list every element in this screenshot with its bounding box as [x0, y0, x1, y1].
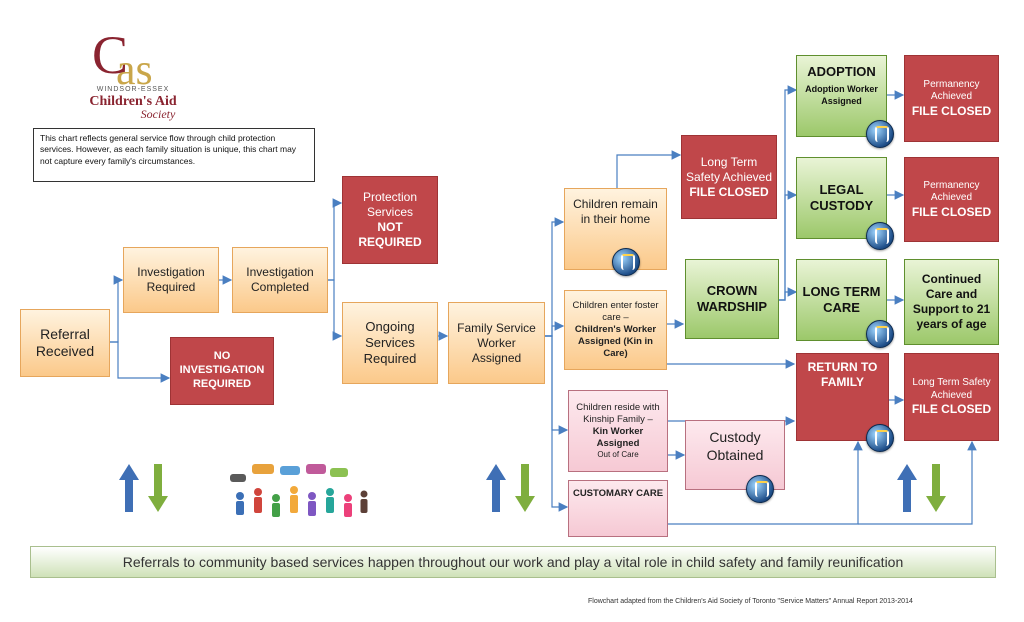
up-down-arrows-icon [486, 464, 535, 512]
ongoing-services-box: Ongoing Services Required [342, 302, 438, 384]
customary-care-box: CUSTOMARY CARE [568, 480, 668, 537]
logo: C as WINDSOR-ESSEX Children's Aid Societ… [78, 18, 188, 128]
kinship-family-box: Children reside with Kinship Family – Ki… [568, 390, 668, 472]
family-icon [866, 120, 894, 148]
final-safety-box: Long Term Safety Achieved FILE CLOSED [904, 353, 999, 441]
crown-wardship-box: CROWN WARDSHIP [685, 259, 779, 339]
family-service-worker-box: Family Service Worker Assigned [448, 302, 545, 384]
kin-worker-label: Kin Worker Assigned [592, 426, 644, 449]
file-closed-label: FILE CLOSED [911, 204, 992, 219]
not-required-label: NOT REQUIRED [358, 220, 422, 249]
foster-care-label: Children enter foster care – [572, 300, 659, 324]
svg-text:Society: Society [141, 107, 176, 121]
permanency-label: Permanency Achieved [923, 179, 980, 204]
file-closed-label: FILE CLOSED [911, 402, 992, 416]
svg-text:as: as [116, 45, 153, 94]
foster-care-box: Children enter foster care – Children's … [564, 290, 667, 370]
up-down-arrows-icon [119, 464, 168, 512]
svg-text:C: C [92, 25, 128, 85]
continued-care-box: Continued Care and Support to 21 years o… [904, 259, 999, 345]
disclaimer-note: This chart reflects general service flow… [33, 128, 315, 182]
protection-services-label: Protection Services [362, 190, 418, 219]
long-term-safety-box: Long Term Safety Achieved FILE CLOSED [681, 135, 777, 219]
investigation-completed-box: Investigation Completed [232, 247, 328, 313]
family-icon [746, 475, 774, 503]
protection-not-required-box: Protection Services NOT REQUIRED [342, 176, 438, 264]
file-closed-label: FILE CLOSED [911, 103, 992, 118]
community-referrals-banner: Referrals to community based services ha… [30, 546, 996, 578]
permanency-adoption-box: Permanency Achieved FILE CLOSED [904, 55, 999, 142]
legal-custody-box: LEGAL CUSTODY [796, 157, 887, 239]
family-icon [866, 424, 894, 452]
permanency-label: Permanency Achieved [923, 78, 980, 103]
family-icon [866, 222, 894, 250]
family-icon [612, 248, 640, 276]
adoption-worker-label: Adoption Worker Assigned [805, 84, 878, 106]
adoption-title: ADOPTION [807, 64, 876, 79]
no-investigation-box: NO INVESTIGATION REQUIRED [170, 337, 274, 405]
svg-text:WINDSOR-ESSEX: WINDSOR-ESSEX [97, 86, 170, 93]
source-credit: Flowchart adapted from the Children's Ai… [588, 598, 913, 605]
out-of-care-label: Out of Care [597, 449, 639, 459]
childrens-worker-label: Children's Worker Assigned (Kin in Care) [574, 324, 657, 359]
logo-monogram: C as WINDSOR-ESSEX Children's Aid Societ… [89, 25, 176, 121]
community-people-icon [230, 464, 368, 517]
family-icon [866, 320, 894, 348]
file-closed-label: FILE CLOSED [689, 184, 769, 199]
up-down-arrows-icon [897, 464, 946, 512]
permanency-custody-box: Permanency Achieved FILE CLOSED [904, 157, 999, 242]
investigation-required-box: Investigation Required [123, 247, 219, 313]
referral-received-box: Referral Received [20, 309, 110, 377]
kinship-label: Children reside with Kinship Family – [576, 402, 660, 426]
svg-text:Children's Aid: Children's Aid [89, 94, 176, 109]
long-term-safety-label: Long Term Safety Achieved [685, 154, 773, 184]
long-term-safety-label: Long Term Safety Achieved [912, 377, 991, 401]
